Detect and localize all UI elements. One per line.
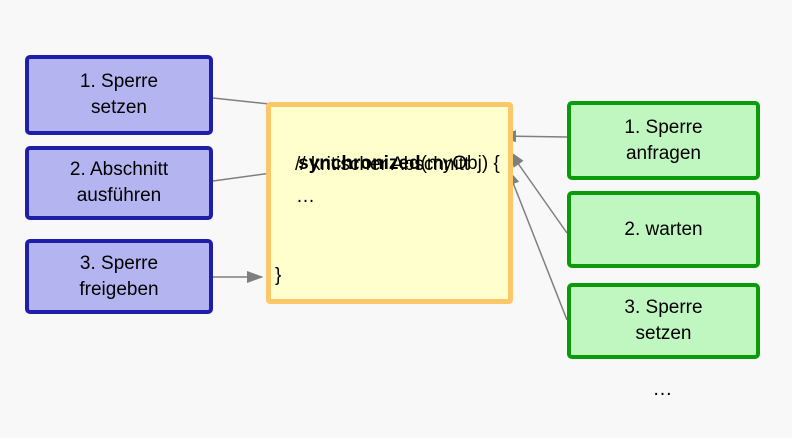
right-step-3-line-2: setzen (635, 323, 692, 344)
left-step-2-line-2: ausführen (76, 185, 162, 206)
right-step-3-box: 3. Sperre setzen (567, 283, 760, 359)
code-line-ellipsis: … (296, 186, 315, 207)
left-step-1-line-1: 1. Sperre (79, 71, 159, 92)
right-step-3-line-1: 3. Sperre (624, 297, 703, 318)
right-step-2-line-1: 2. warten (624, 218, 703, 240)
arrow-right-step-2-to-code (509, 150, 568, 234)
left-step-2-line-1: 2. Abschnitt (69, 159, 169, 180)
right-step-1-box: 1. Sperre anfragen (567, 101, 760, 180)
left-step-3-line-1: 3. Sperre (79, 252, 159, 274)
left-step-1-box: 1. Sperre setzen (25, 55, 213, 135)
left-step-1-line-2: setzen (91, 97, 147, 118)
code-line-closing-brace: } (275, 265, 282, 286)
more-steps-ellipsis: … (652, 378, 675, 400)
code-line-kritischer-abschnitt: // kritischer Abschnitt (295, 154, 470, 175)
left-step-3-box: 3. Sperre freigeben (25, 239, 213, 314)
right-step-1-line-1: 1. Sperre (624, 116, 703, 138)
right-step-1-line-2: anfragen (625, 142, 701, 164)
code-keyword: synchronized (298, 153, 421, 174)
left-step-2-box: 2. Abschnitt ausführen (25, 146, 213, 220)
code-box (266, 102, 513, 304)
code-line-synchronized: synchronized(myObj) { (277, 125, 500, 203)
code-line-1-rest: (myObj) { (420, 153, 500, 174)
arrow-right-step-3-to-code (507, 168, 568, 321)
right-step-2-box: 2. warten (567, 191, 760, 268)
left-step-3-line-2: freigeben (79, 278, 159, 300)
